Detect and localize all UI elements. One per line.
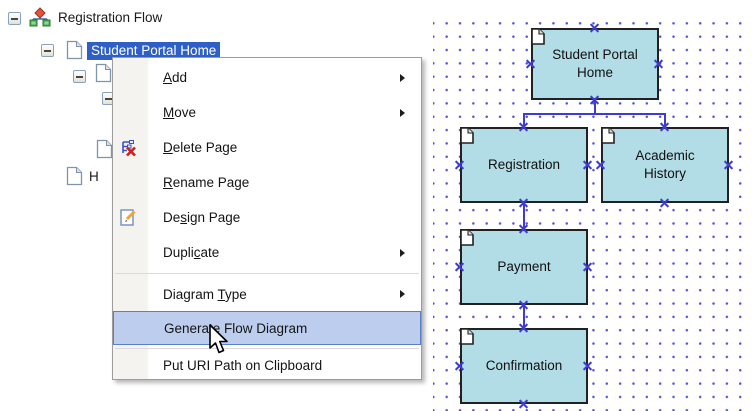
- page-icon: [96, 139, 113, 159]
- menu-item-move[interactable]: Move: [113, 95, 421, 130]
- submenu-arrow-icon: [400, 73, 405, 82]
- connection-point-icon: [583, 262, 592, 271]
- expand-collapse-toggle[interactable]: [73, 70, 86, 83]
- menu-icon-slot: [118, 69, 138, 87]
- menu-icon-slot: [118, 104, 138, 122]
- diagram-node-student-portal-home[interactable]: Student Portal Home: [531, 28, 659, 100]
- diagram-node-registration[interactable]: Registration: [460, 127, 588, 203]
- diagram-node-label: Payment: [497, 259, 551, 275]
- connection-point-icon: [455, 160, 464, 169]
- connection-point-icon: [660, 198, 669, 207]
- menu-item-generate-flow-diagram[interactable]: Generate Flow Diagram: [113, 311, 421, 345]
- menu-item-label: Delete Page: [163, 140, 238, 155]
- diagram-node-label: Academic History: [635, 148, 695, 181]
- diagram-node-label: Registration: [487, 157, 561, 173]
- page-marker-icon: [531, 28, 545, 45]
- diagram-node-label: Student Portal Home: [552, 47, 638, 80]
- tree-item-partial[interactable]: H: [89, 169, 99, 184]
- delete-page-icon: [118, 139, 138, 157]
- menu-item-put-uri-path-on-clipboard[interactable]: Put URI Path on Clipboard: [113, 352, 421, 379]
- flow-connector: [594, 100, 596, 114]
- diagram-node-payment[interactable]: Payment: [460, 229, 588, 305]
- menu-icon-slot: [118, 244, 138, 262]
- page-marker-icon: [460, 229, 474, 246]
- connection-point-icon: [654, 59, 663, 68]
- flow-connector: [523, 115, 525, 127]
- connection-point-icon: [596, 160, 605, 169]
- menu-item-label: Add: [163, 70, 188, 85]
- menu-item-design-page[interactable]: Design Page: [113, 200, 421, 235]
- menu-item-rename-page[interactable]: Rename Page: [113, 165, 421, 200]
- diagram-node-label: Confirmation: [485, 358, 563, 374]
- menu-item-label: Diagram Type: [163, 286, 247, 302]
- menu-icon-slot: [118, 357, 138, 375]
- context-menu: Add Move Delete Page Rename Page: [112, 57, 422, 380]
- flow-connector: [523, 113, 666, 115]
- connection-point-icon: [583, 160, 592, 169]
- tree-item-registration-flow[interactable]: Registration Flow: [58, 10, 163, 25]
- expand-collapse-toggle[interactable]: [102, 92, 115, 105]
- page-marker-icon: [460, 127, 474, 144]
- menu-item-label: Rename Page: [163, 175, 250, 190]
- flow-connector: [523, 305, 525, 328]
- menu-item-label: Duplicate: [163, 245, 220, 260]
- design-page-icon: [118, 209, 138, 227]
- page-icon: [95, 63, 112, 83]
- page-marker-icon: [460, 328, 474, 345]
- menu-item-duplicate[interactable]: Duplicate: [113, 235, 421, 270]
- page-marker-icon: [601, 127, 615, 144]
- menu-item-label: Generate Flow Diagram: [164, 320, 308, 336]
- menu-separator: [115, 348, 419, 349]
- submenu-arrow-icon: [400, 290, 405, 298]
- diagram-node-confirmation[interactable]: Confirmation: [460, 328, 588, 404]
- connection-point-icon: [519, 224, 528, 233]
- connection-point-icon: [724, 160, 733, 169]
- connection-point-icon: [590, 23, 599, 32]
- connection-point-icon: [660, 122, 669, 131]
- mouse-cursor-icon: [208, 324, 232, 363]
- connection-point-icon: [526, 59, 535, 68]
- menu-item-label: Design Page: [163, 210, 241, 225]
- menu-icon-slot: [119, 319, 139, 337]
- flow-diagram-icon: [29, 7, 51, 27]
- diagram-node-academic-history[interactable]: Academic History: [601, 127, 729, 203]
- menu-icon-slot: [118, 174, 138, 192]
- connection-point-icon: [455, 262, 464, 271]
- submenu-arrow-icon: [400, 248, 405, 257]
- connection-point-icon: [519, 300, 528, 309]
- connection-point-icon: [519, 399, 528, 408]
- connection-point-icon: [583, 361, 592, 370]
- connection-point-icon: [519, 122, 528, 131]
- tree-item-student-portal-home[interactable]: Student Portal Home: [87, 42, 221, 60]
- menu-item-label: Put URI Path on Clipboard: [163, 358, 323, 373]
- menu-item-diagram-type[interactable]: Diagram Type: [113, 277, 421, 311]
- expand-collapse-toggle[interactable]: [8, 12, 21, 25]
- menu-item-label: Move: [163, 105, 197, 120]
- menu-separator: [115, 273, 419, 274]
- connection-point-icon: [455, 361, 464, 370]
- menu-item-delete-page[interactable]: Delete Page: [113, 130, 421, 165]
- flow-connector: [523, 203, 525, 229]
- connection-point-icon: [519, 198, 528, 207]
- submenu-arrow-icon: [400, 108, 405, 117]
- connection-point-icon: [590, 95, 599, 104]
- menu-item-add[interactable]: Add: [113, 60, 421, 95]
- connection-point-icon: [519, 323, 528, 332]
- menu-icon-slot: [118, 285, 138, 303]
- page-icon: [66, 166, 83, 186]
- expand-collapse-toggle[interactable]: [41, 44, 54, 57]
- flow-connector: [664, 115, 666, 127]
- page-icon: [66, 40, 83, 60]
